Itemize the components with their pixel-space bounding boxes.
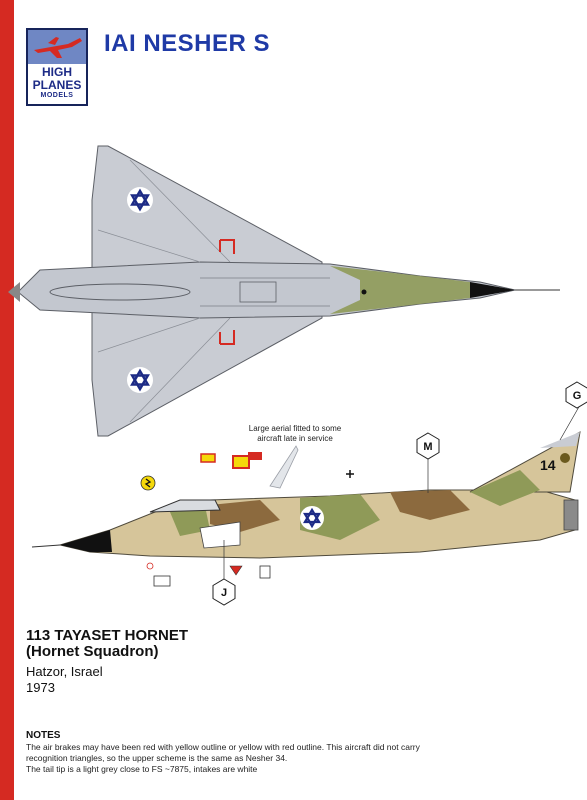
- notes-line-3: The tail tip is a light grey close to FS…: [26, 764, 258, 774]
- profile-camo-green-1: [300, 494, 380, 540]
- profile-nozzle: [563, 499, 579, 531]
- stencil-circle-small: [146, 562, 154, 570]
- plan-airbrake-bottom: [219, 330, 235, 345]
- profile-canopy: [149, 499, 221, 513]
- plan-view-drawing: [8, 145, 560, 437]
- svg-text:M: M: [423, 441, 432, 453]
- logo-line-planes: PLANES: [32, 78, 82, 92]
- profile-tail-number: 14: [540, 457, 556, 473]
- profile-roundel: [300, 506, 324, 530]
- logo-line-high: HIGH: [42, 65, 72, 79]
- plan-roundel-bottom: [127, 367, 153, 393]
- profile-camo-green-2: [470, 470, 540, 506]
- red-border-bar: [0, 0, 14, 800]
- plan-radome: [470, 282, 515, 298]
- profile-intake: [199, 521, 241, 549]
- svg-text:G: G: [573, 390, 582, 402]
- unit-name: 113 TAYASET HORNET: [26, 627, 189, 644]
- stencil-red-flag: [248, 452, 262, 460]
- stencil-yellow-circle: [140, 475, 156, 491]
- profile-pitot: [31, 544, 61, 548]
- plan-nose-camo: [330, 266, 470, 314]
- unit-year: 1973: [26, 680, 55, 695]
- notes-line-2: recognition triangles, so the upper sche…: [26, 753, 288, 763]
- page-title: IAI NESHER S: [104, 30, 271, 57]
- plan-airbrake-top: [219, 239, 235, 254]
- plan-bay: [239, 281, 277, 303]
- plan-exhaust: [8, 282, 20, 302]
- marker-j: J: [212, 578, 236, 606]
- aerial-callout: Large aerial fitted to some aircraft lat…: [248, 424, 342, 443]
- profile-camo-brown-1: [390, 490, 470, 520]
- notes-line-1: The air brakes may have been red with ye…: [26, 742, 420, 752]
- profile-radome: [60, 530, 112, 552]
- marker-m: M: [416, 432, 440, 460]
- svg-text:J: J: [221, 587, 227, 599]
- logo-sky: [28, 30, 86, 64]
- plan-nose-dot: [361, 289, 367, 295]
- unit-location: Hatzor, Israel: [26, 664, 103, 679]
- notes-heading: NOTES: [26, 730, 61, 741]
- high-planes-logo: HIGH PLANES MODELS: [26, 28, 88, 106]
- plan-centre-tank: [49, 283, 191, 301]
- stencil-red-triangle: [229, 565, 243, 576]
- aerial-illustration: [269, 445, 299, 489]
- stencil-red-yellow-1: [200, 453, 216, 463]
- logo-plane-icon: [34, 37, 82, 58]
- notes-body: The air brakes may have been red with ye…: [26, 742, 566, 775]
- stencil-box-2: [259, 565, 271, 579]
- profile-view-drawing: 14 M G J: [31, 381, 587, 606]
- stencil-red-yellow-2: [232, 455, 250, 469]
- marker-g: G: [565, 381, 587, 409]
- stencil-box-1: [153, 575, 171, 587]
- stencil-star: [346, 470, 354, 478]
- profile-squadron-emblem: [560, 453, 570, 463]
- plan-roundel-top: [127, 187, 153, 213]
- logo-line-models: MODELS: [40, 92, 74, 99]
- unit-subname: (Hornet Squadron): [26, 643, 159, 660]
